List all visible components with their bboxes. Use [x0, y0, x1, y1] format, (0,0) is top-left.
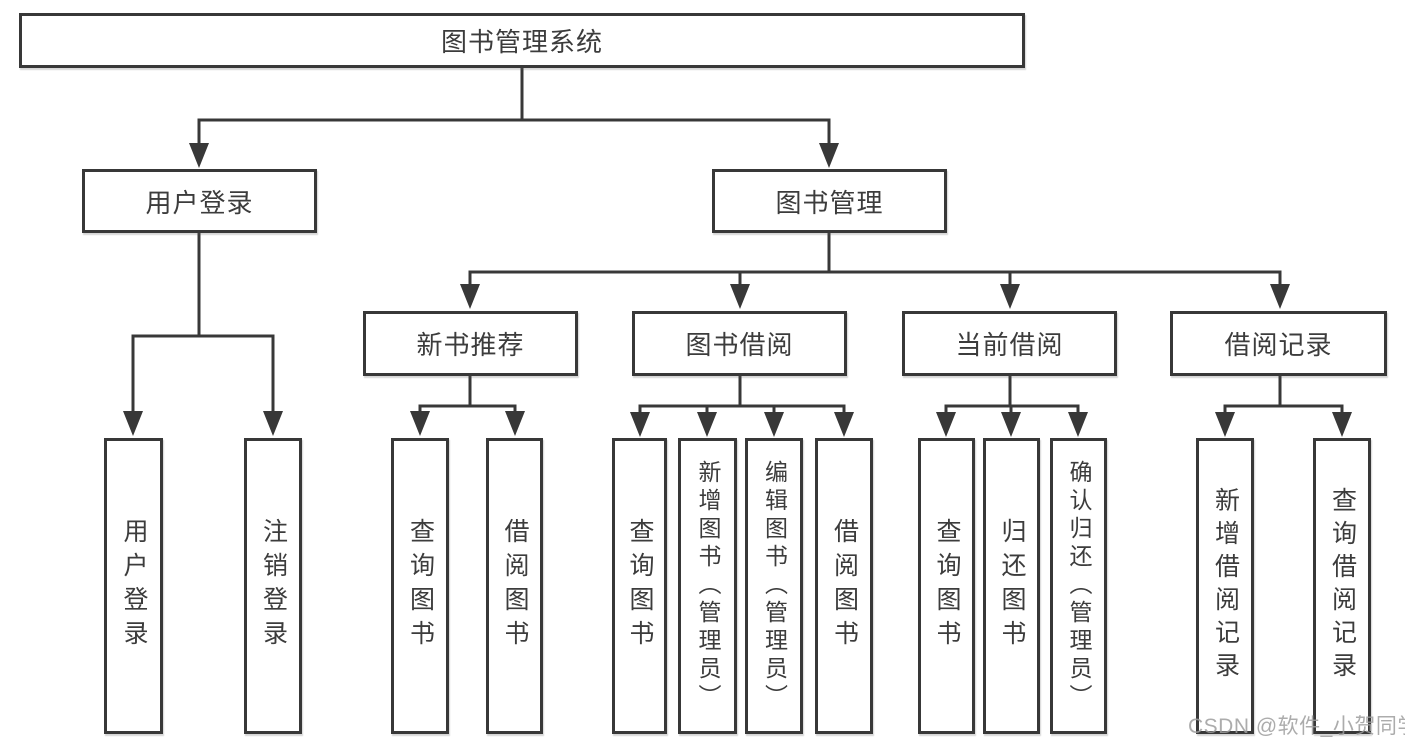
- node-root-label: 图书管理系统: [440, 27, 603, 57]
- node-current-borrow-label: 当前借阅: [955, 330, 1064, 360]
- leaf-nb-borrow-book: 借阅图书: [486, 438, 543, 734]
- edge-mgmt-to-level3: [468, 233, 1282, 288]
- arrow-down-icon: [410, 411, 430, 436]
- node-user-login: 用户登录: [82, 169, 317, 233]
- leaf-cb-return-book-label: 归还图书: [998, 518, 1026, 654]
- arrow-down-icon: [834, 412, 854, 437]
- leaf-bb-borrow-book-label: 借阅图书: [830, 518, 859, 654]
- leaf-nb-borrow-book-label: 借阅图书: [501, 518, 529, 654]
- leaf-rec-query-record: 查询借阅记录: [1313, 438, 1371, 734]
- leaf-logout-label: 注销登录: [259, 518, 288, 654]
- leaf-bb-add-book-admin: 新增图书（管理员）: [678, 438, 737, 734]
- node-user-login-label: 用户登录: [145, 187, 254, 218]
- leaf-nb-query-book: 查询图书: [391, 438, 449, 734]
- leaf-user-login: 用户登录: [104, 438, 163, 734]
- arrow-down-icon: [123, 411, 143, 436]
- node-new-book-recommend: 新书推荐: [363, 311, 578, 376]
- arrow-down-icon: [730, 284, 750, 309]
- node-current-borrow: 当前借阅: [902, 311, 1117, 376]
- node-root: 图书管理系统: [19, 13, 1025, 68]
- arrow-down-icon: [1215, 412, 1235, 437]
- leaf-rec-add-record-label: 新增借阅记录: [1211, 487, 1240, 685]
- node-book-borrow: 图书借阅: [632, 311, 847, 376]
- arrow-down-icon: [697, 412, 717, 437]
- arrow-down-icon: [1270, 284, 1290, 309]
- node-book-mgmt: 图书管理: [712, 169, 947, 233]
- node-book-borrow-label: 图书借阅: [685, 330, 794, 360]
- leaf-bb-borrow-book: 借阅图书: [815, 438, 873, 734]
- node-book-mgmt-label: 图书管理: [775, 187, 884, 218]
- arrow-down-icon: [1001, 412, 1021, 437]
- arrow-down-icon: [460, 284, 480, 309]
- leaf-bb-add-book-admin-label: 新增图书（管理员）: [695, 460, 721, 712]
- node-new-book-recommend-label: 新书推荐: [416, 330, 525, 360]
- watermark: CSDN @软件_小贺同学: [1188, 715, 1405, 738]
- arrowheads: [123, 143, 1352, 437]
- leaf-bb-query-book-label: 查询图书: [626, 518, 654, 654]
- leaf-cb-confirm-return-admin: 确认归还（管理员）: [1050, 438, 1107, 734]
- leaf-rec-add-record: 新增借阅记录: [1196, 438, 1254, 734]
- edge-current-to-leaves: [944, 376, 1080, 416]
- arrow-down-icon: [505, 411, 525, 436]
- leaf-cb-query-book-label: 查询图书: [933, 518, 961, 654]
- edge-borrow-to-leaves: [638, 376, 846, 416]
- arrow-down-icon: [1332, 412, 1352, 437]
- leaf-cb-query-book: 查询图书: [918, 438, 975, 734]
- node-borrow-records-label: 借阅记录: [1224, 330, 1333, 360]
- arrow-down-icon: [1000, 284, 1020, 309]
- leaf-bb-edit-book-admin-label: 编辑图书（管理员）: [761, 460, 788, 712]
- edge-login-to-leaves: [131, 233, 275, 415]
- leaf-logout: 注销登录: [244, 438, 302, 734]
- leaf-cb-return-book: 归还图书: [983, 438, 1040, 734]
- arrow-down-icon: [189, 143, 209, 168]
- arrow-down-icon: [936, 412, 956, 437]
- leaf-bb-query-book: 查询图书: [612, 438, 667, 734]
- edge-newbook-to-leaves: [418, 376, 517, 416]
- leaf-bb-edit-book-admin: 编辑图书（管理员）: [745, 438, 803, 734]
- arrow-down-icon: [764, 412, 784, 437]
- edge-root-to-level2: [197, 68, 831, 146]
- arrow-down-icon: [819, 143, 839, 168]
- arrow-down-icon: [263, 411, 283, 436]
- arrow-down-icon: [630, 412, 650, 437]
- leaf-cb-confirm-return-admin-label: 确认归还（管理员）: [1066, 460, 1092, 712]
- arrow-down-icon: [1068, 412, 1088, 437]
- leaf-user-login-label: 用户登录: [120, 518, 148, 654]
- edge-records-to-leaves: [1223, 376, 1344, 416]
- leaf-nb-query-book-label: 查询图书: [406, 518, 435, 654]
- node-borrow-records: 借阅记录: [1170, 311, 1387, 376]
- leaf-rec-query-record-label: 查询借阅记录: [1328, 487, 1357, 685]
